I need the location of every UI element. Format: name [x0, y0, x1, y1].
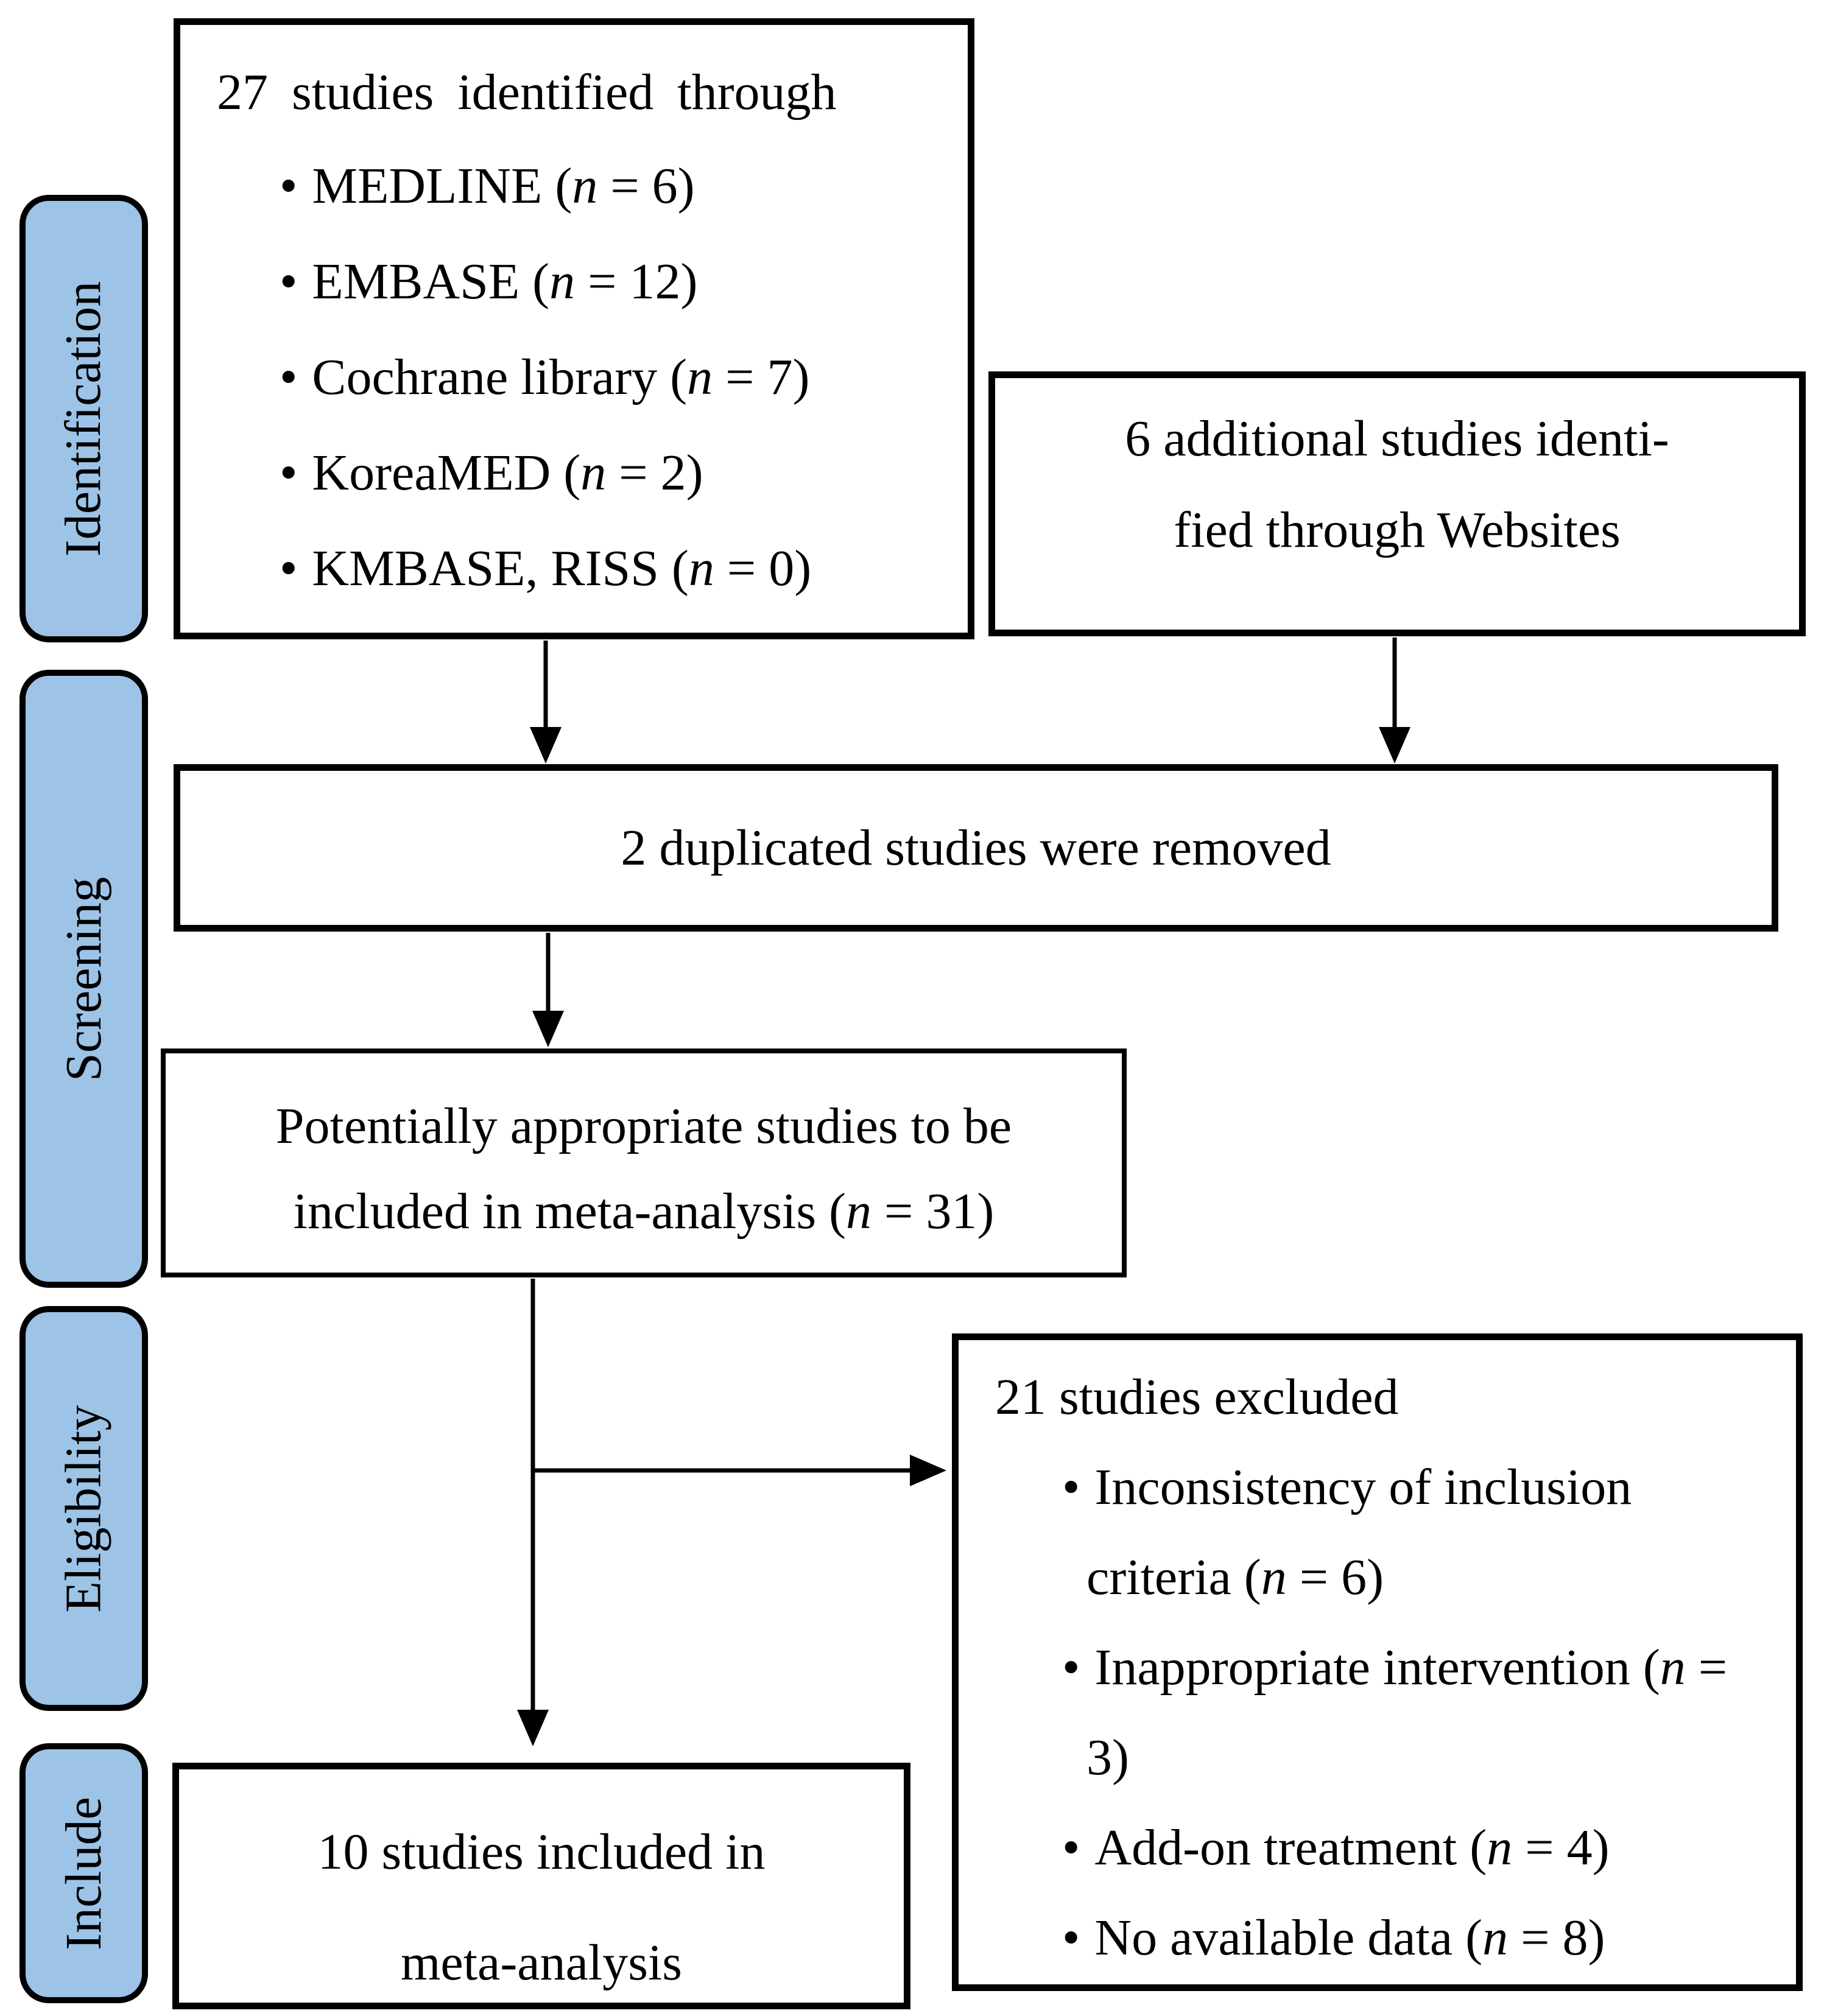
- source-item-kmbase-riss-text: KMBASE, RISS (n = 0): [312, 540, 812, 597]
- potential-line-1: Potentially appropriate studies to be: [275, 1098, 1012, 1154]
- box-studies-excluded: 21 studies excluded Inconsistency of inc…: [952, 1333, 1803, 1991]
- source-item-embase-text: EMBASE (n = 12): [312, 253, 698, 310]
- stage-eligibility: Eligibility: [19, 1306, 148, 1711]
- excluded-item-no-data-text: No available data (n = 8): [1094, 1909, 1605, 1966]
- box-potentially-appropriate: Potentially appropriate studies to be in…: [161, 1048, 1127, 1277]
- source-item-cochrane: Cochrane library (n = 7): [217, 329, 943, 425]
- box-studies-included: 10 studies included in meta-analysis: [172, 1763, 910, 2009]
- identified-source-list: MEDLINE (n = 6) EMBASE (n = 12) Cochrane…: [217, 138, 943, 616]
- stage-identification-label: Identification: [55, 281, 112, 557]
- box-additional-websites-content: 6 additional studies identi- fied throug…: [995, 378, 1799, 576]
- duplicates-text: 2 duplicated studies were removed: [621, 819, 1331, 876]
- stage-eligibility-label: Eligibility: [55, 1405, 112, 1612]
- websites-line-2: fied through Websites: [1174, 502, 1621, 558]
- source-item-koreamed-text: KoreaMED (n = 2): [312, 444, 703, 501]
- excluded-item-inclusion-criteria: Inconsistency of inclusion criteria (n =…: [995, 1442, 1772, 1623]
- identified-title: 27 studies identified through: [217, 64, 837, 121]
- source-item-kmbase-riss: KMBASE, RISS (n = 0): [217, 521, 943, 616]
- stage-screening-label: Screening: [55, 876, 112, 1081]
- excluded-item-inclusion-criteria-text: Inconsistency of inclusion criteria (n =…: [1086, 1459, 1632, 1606]
- included-line-1: 10 studies included in: [317, 1824, 766, 1880]
- potential-line-2: included in meta-analysis (n = 31): [293, 1183, 995, 1240]
- source-item-medline-text: MEDLINE (n = 6): [312, 158, 695, 214]
- source-item-medline: MEDLINE (n = 6): [217, 138, 943, 234]
- box-additional-websites: 6 additional studies identi- fied throug…: [988, 371, 1806, 636]
- box-duplicates-removed: 2 duplicated studies were removed: [174, 764, 1778, 932]
- stage-include-label: Include: [55, 1796, 112, 1950]
- box-studies-identified: 27 studies identified through MEDLINE (n…: [174, 18, 974, 639]
- arrow-branch-to-excluded: [533, 1455, 946, 1486]
- included-line-2: meta-analysis: [401, 1934, 682, 1991]
- excluded-item-intervention-text: Inappropriate intervention (n = 3): [1086, 1639, 1728, 1786]
- source-item-embase: EMBASE (n = 12): [217, 234, 943, 329]
- box-studies-excluded-content: 21 studies excluded Inconsistency of inc…: [959, 1340, 1796, 1983]
- websites-line-1: 6 additional studies identi-: [1125, 410, 1669, 467]
- excluded-item-addon-treatment-text: Add-on treatment (n = 4): [1094, 1819, 1610, 1876]
- stage-screening: Screening: [19, 670, 148, 1288]
- stage-include: Include: [19, 1743, 148, 2003]
- box-studies-identified-content: 27 studies identified through MEDLINE (n…: [180, 25, 968, 616]
- arrow-websites-to-duplicates: [1379, 637, 1410, 764]
- excluded-item-intervention: Inappropriate intervention (n = 3): [995, 1623, 1772, 1803]
- arrow-duplicates-to-potential: [532, 933, 564, 1047]
- excluded-reason-list: Inconsistency of inclusion criteria (n =…: [995, 1442, 1772, 1983]
- excluded-title: 21 studies excluded: [995, 1369, 1399, 1425]
- arrow-potential-to-included: [517, 1279, 549, 1746]
- excluded-item-no-data: No available data (n = 8): [995, 1893, 1772, 1983]
- stage-identification: Identification: [19, 195, 148, 642]
- source-item-koreamed: KoreaMED (n = 2): [217, 425, 943, 521]
- arrow-identified-to-duplicates: [530, 641, 562, 764]
- source-item-cochrane-text: Cochrane library (n = 7): [312, 349, 810, 406]
- excluded-item-addon-treatment: Add-on treatment (n = 4): [995, 1803, 1772, 1893]
